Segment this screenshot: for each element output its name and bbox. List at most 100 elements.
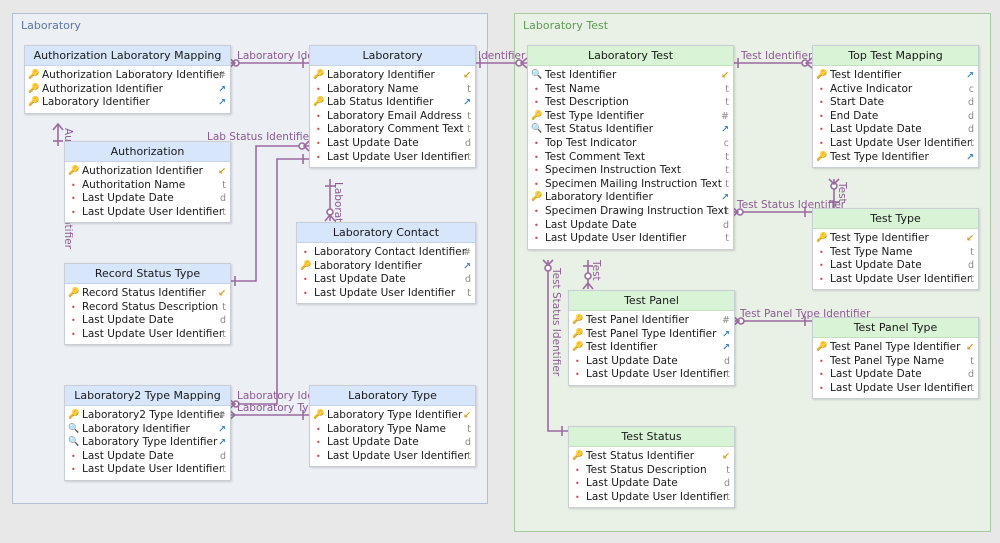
attribute-row[interactable]: 🔑Laboratory Type Identifier↙ xyxy=(310,409,475,423)
attribute-row[interactable]: 🔑Authorization Identifier↙ xyxy=(65,165,230,179)
entity-title[interactable]: Record Status Type xyxy=(65,264,230,284)
entity-auth-lab-mapping[interactable]: Authorization Laboratory Mapping 🔑Authori… xyxy=(24,45,231,114)
attribute-row[interactable]: 🔍Laboratory Type Identifier↗ xyxy=(65,436,230,450)
attribute-row[interactable]: 🔑Test Type Identifier# xyxy=(528,110,733,124)
entity-test-status[interactable]: Test Status 🔑Test Status Identifier↙•Test… xyxy=(568,426,735,509)
entity-laboratory-contact[interactable]: Laboratory Contact •Laboratory Contact Id… xyxy=(296,222,476,305)
attribute-row[interactable]: 🔑Test Panel Identifier# xyxy=(569,314,734,328)
entity-lab2-type-mapping[interactable]: Laboratory2 Type Mapping 🔑Laboratory2 Typ… xyxy=(64,385,231,481)
attribute-row[interactable]: 🔑Laboratory Identifier↗ xyxy=(25,96,230,110)
attribute-row[interactable]: 🔑Laboratory Identifier↗ xyxy=(528,191,733,205)
entity-title[interactable]: Laboratory Contact xyxy=(297,223,475,243)
entity-title[interactable]: Laboratory Test xyxy=(528,46,733,66)
attribute-name: Laboratory Name xyxy=(327,82,419,95)
attribute-row[interactable]: 🔑Record Status Identifier↙ xyxy=(65,287,230,301)
attribute-row[interactable]: 🔑Test Panel Type Identifier↗ xyxy=(569,328,734,342)
entity-laboratory-test[interactable]: Laboratory Test 🔍Test Identifier↙•Test Na… xyxy=(527,45,734,250)
entity-laboratory[interactable]: Laboratory🔑Laboratory Identifier↙•Labora… xyxy=(309,45,476,169)
attribute-row[interactable]: 🔑Test Type Identifier↗ xyxy=(813,151,978,165)
entity-title[interactable]: Laboratory Type xyxy=(310,386,475,406)
entity-laboratory-type[interactable]: Laboratory Type 🔑Laboratory Type Identifi… xyxy=(309,385,476,468)
entity-title[interactable]: Laboratory xyxy=(310,46,475,66)
attribute-row[interactable]: 🔑Authorization Identifier↗ xyxy=(25,83,230,97)
entity-title[interactable]: Authorization Laboratory Mapping xyxy=(25,46,230,66)
entity-title[interactable]: Test Panel xyxy=(569,291,734,311)
attribute-row[interactable]: 🔑Test Panel Type Identifier↙ xyxy=(813,341,978,355)
entity-top-test-mapping[interactable]: Top Test Mapping 🔑Test Identifier↗•Active… xyxy=(812,45,979,169)
entity-record-status-type[interactable]: Record Status Type 🔑Record Status Identif… xyxy=(64,263,231,346)
attribute-row[interactable]: 🔑Authorization Laboratory Identifier# xyxy=(25,69,230,83)
entity-title[interactable]: Test Type xyxy=(813,209,978,229)
entity-test-type[interactable]: Test Type 🔑Test Type Identifier↙•Test Typ… xyxy=(812,208,979,291)
attribute-row[interactable]: 🔑Lab Status Identifier↗ xyxy=(310,96,475,110)
entity-authorization[interactable]: Authorization🔑Authorization Identifier↙•… xyxy=(64,141,231,224)
entity-test-panel-type[interactable]: Test Panel Type 🔑Test Panel Type Identifi… xyxy=(812,317,979,400)
attribute-row[interactable]: 🔑Test Identifier↗ xyxy=(569,341,734,355)
attribute-row[interactable]: 🔍Laboratory Identifier↗ xyxy=(65,423,230,437)
attribute-row[interactable]: 🔑Test Identifier↗ xyxy=(813,69,978,83)
entity-title[interactable]: Laboratory2 Type Mapping xyxy=(65,386,230,406)
entity-title[interactable]: Test Status xyxy=(569,427,734,447)
attribute-row[interactable]: 🔍Test Status Identifier↗ xyxy=(528,123,733,137)
attribute-row[interactable]: 🔑Laboratory2 Type Identifier# xyxy=(65,409,230,423)
attribute-row[interactable]: 🔑Test Type Identifier↙ xyxy=(813,232,978,246)
attribute-name: Test Type Identifier xyxy=(830,150,929,163)
entity-title[interactable]: Test Panel Type xyxy=(813,318,978,338)
entity-test-panel[interactable]: Test Panel 🔑Test Panel Identifier#🔑Test P… xyxy=(568,290,735,386)
entity-title[interactable]: Top Test Mapping xyxy=(813,46,978,66)
attribute-row[interactable]: 🔑Laboratory Identifier↙ xyxy=(310,69,475,83)
attribute-row[interactable]: •Laboratory Contact Identifier# xyxy=(297,246,475,260)
attribute-row[interactable]: 🔍Test Identifier↙ xyxy=(528,69,733,83)
bullet-icon: • xyxy=(819,98,824,108)
attribute-type: t xyxy=(467,423,471,435)
entity-title[interactable]: Authorization xyxy=(65,142,230,162)
attribute-row[interactable]: 🔑Test Status Identifier↙ xyxy=(569,450,734,464)
bullet-icon: • xyxy=(534,152,539,162)
attribute-row[interactable]: 🔑Laboratory Identifier↗ xyxy=(297,260,475,274)
attribute-name: Last Update Date xyxy=(586,354,678,367)
